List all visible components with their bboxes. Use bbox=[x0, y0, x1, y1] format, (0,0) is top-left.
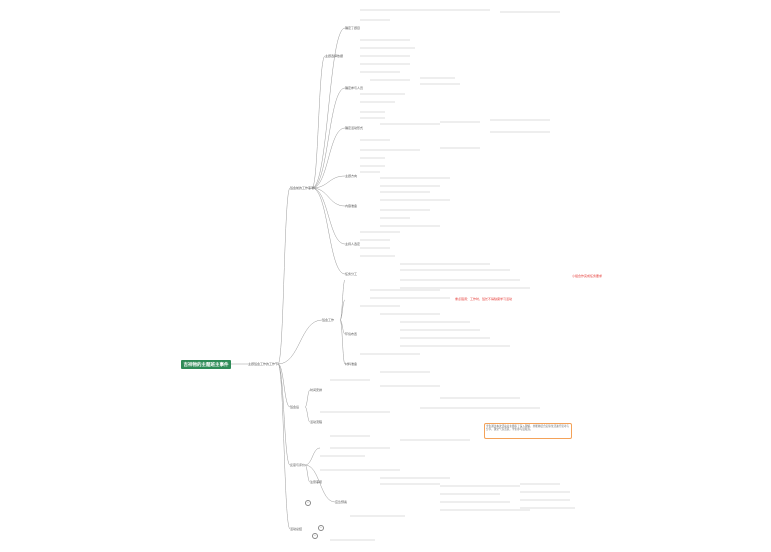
connector-line bbox=[311, 187, 346, 275]
collapse-icon[interactable]: + bbox=[312, 533, 318, 539]
note-box: 学生通过本次活动对主题有了深入理解，并能够结合实际生活进行思考与分享，课堂气氛活… bbox=[484, 423, 572, 439]
leaf-node[interactable]: 活动流程 bbox=[310, 420, 323, 424]
branch-node-5[interactable]: 活动总结 bbox=[290, 527, 303, 531]
connector-line bbox=[304, 464, 311, 483]
connector-line bbox=[277, 319, 323, 365]
collapse-icon[interactable]: + bbox=[318, 525, 324, 531]
leaf-node[interactable]: 材料准备 bbox=[345, 362, 358, 366]
branch-node-1[interactable]: 班会前的工作事项 bbox=[290, 186, 315, 190]
connector-line bbox=[339, 319, 346, 335]
connector-line bbox=[311, 87, 346, 189]
connector-line bbox=[277, 363, 291, 408]
connector-line bbox=[304, 464, 336, 503]
connector-line bbox=[339, 319, 346, 365]
connector-line bbox=[311, 175, 346, 189]
leaf-node[interactable]: 时间安排 bbox=[310, 388, 323, 392]
connector-line bbox=[311, 187, 346, 245]
branch-node-3[interactable]: 班会后 bbox=[290, 405, 300, 409]
leaf-node[interactable]: 主持人选定 bbox=[345, 242, 361, 246]
leaf-node[interactable]: 主题选择依据 bbox=[325, 54, 344, 58]
highlight-text: 小组合作完成任务要求 bbox=[572, 274, 603, 278]
leaf-node[interactable]: 注意事项 bbox=[310, 480, 323, 484]
branch-node-2[interactable]: 班会工作 bbox=[322, 318, 335, 322]
sub-node[interactable]: 主题班会工作的工作节 bbox=[248, 362, 279, 366]
leaf-node[interactable]: 内容准备 bbox=[345, 204, 358, 208]
leaf-node[interactable]: 环境布置 bbox=[345, 332, 358, 336]
connector-line bbox=[304, 406, 311, 423]
leaf-node[interactable]: 确定了题目 bbox=[345, 26, 361, 30]
leaf-node[interactable]: 确定活动形式 bbox=[345, 126, 364, 130]
root-node[interactable]: 吉祥物的主题班主事件 bbox=[181, 360, 231, 369]
connector-line bbox=[277, 363, 291, 466]
collapse-icon[interactable]: + bbox=[305, 500, 311, 506]
connector-line bbox=[339, 279, 346, 321]
leaf-node[interactable]: 应急预案 bbox=[335, 500, 348, 504]
connector-line bbox=[277, 187, 291, 365]
connector-line bbox=[277, 363, 291, 530]
branch-node-4[interactable]: 反思与评价 bbox=[290, 463, 306, 467]
connector-line bbox=[311, 27, 346, 189]
connector-line bbox=[304, 389, 311, 408]
leaf-node[interactable]: 任务分工 bbox=[345, 272, 358, 276]
leaf-node[interactable]: 主题方向 bbox=[345, 174, 358, 178]
highlight-text: 重点强调：工作时，班长不得缺席学习活动 bbox=[455, 297, 513, 301]
connector-line bbox=[311, 127, 346, 189]
leaf-node[interactable]: 确定参与人员 bbox=[345, 86, 364, 90]
connector-line bbox=[311, 55, 326, 189]
connector-line bbox=[311, 187, 346, 207]
connector-line bbox=[304, 447, 321, 466]
